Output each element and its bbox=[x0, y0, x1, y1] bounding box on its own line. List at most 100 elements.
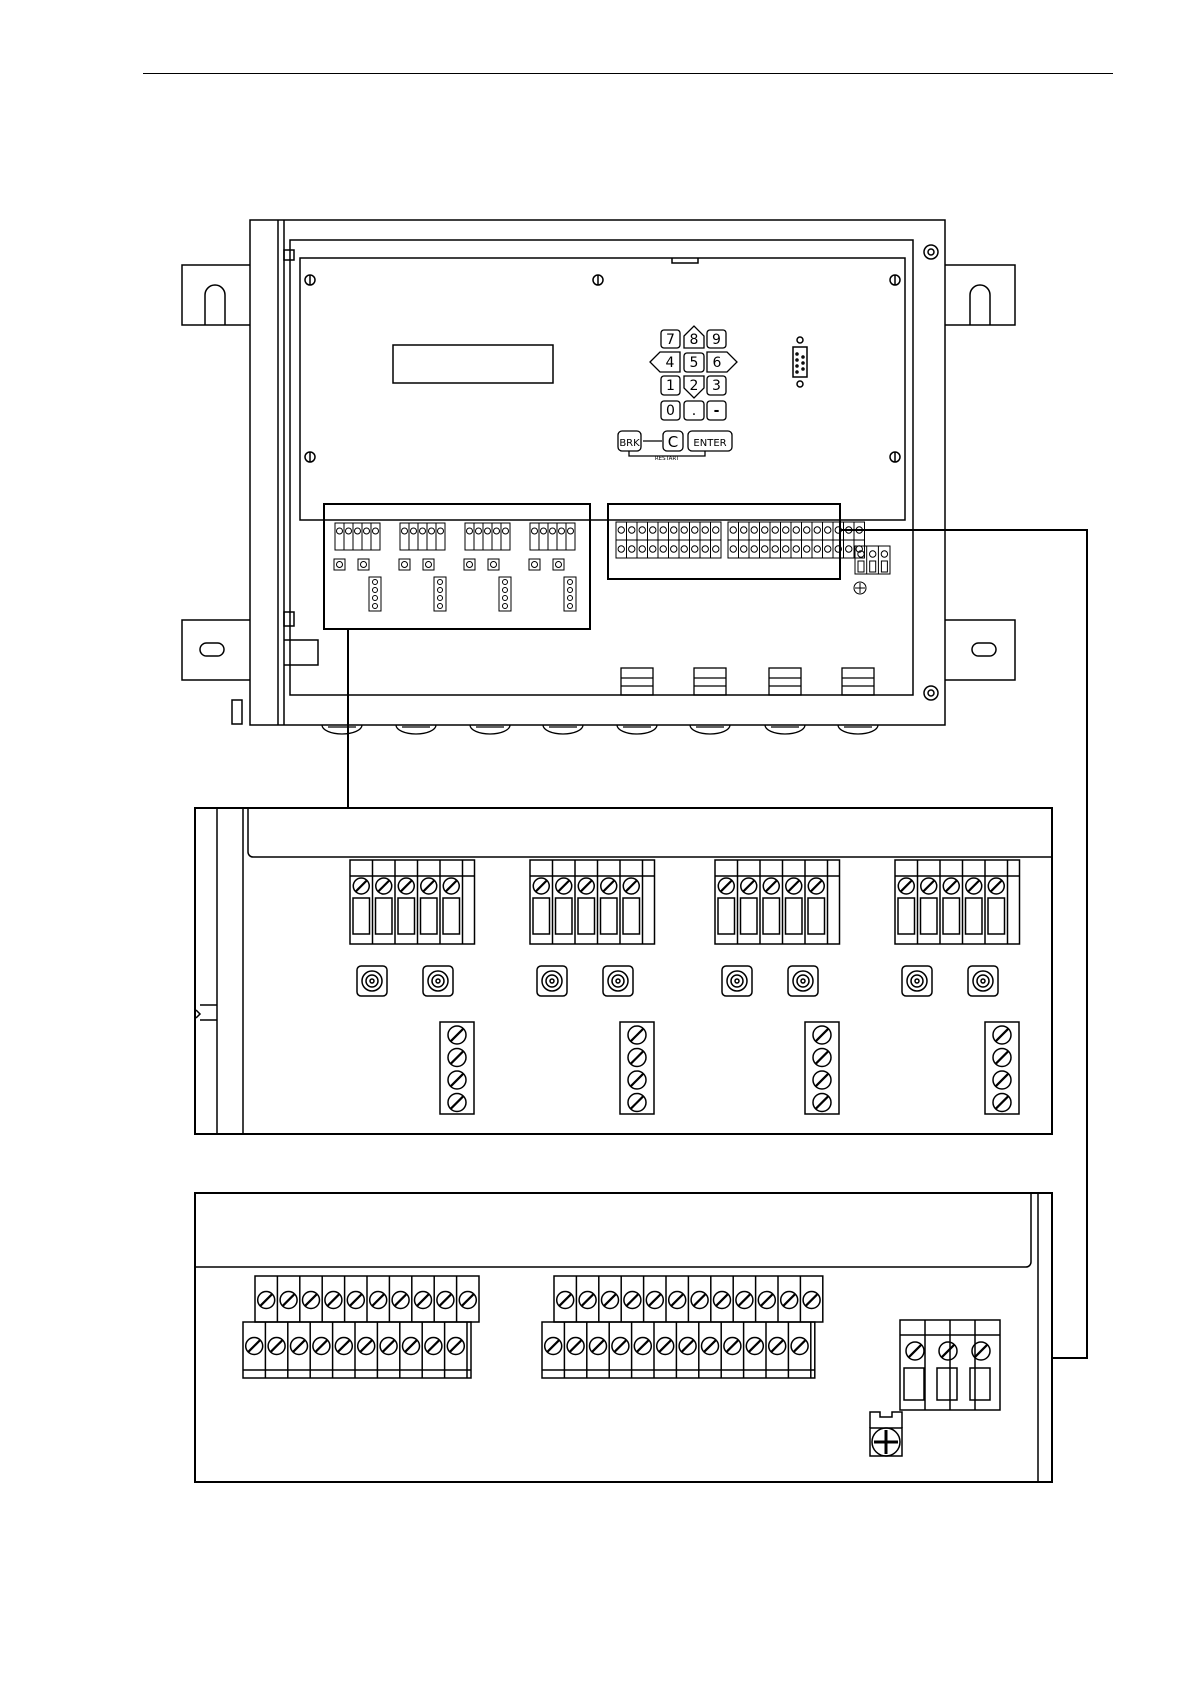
terminal-block-small bbox=[465, 523, 510, 550]
screw-icon bbox=[448, 1071, 466, 1089]
wire-entry bbox=[533, 898, 550, 934]
screw-icon bbox=[280, 1292, 297, 1309]
coax-socket bbox=[902, 966, 932, 996]
power-terminal-small bbox=[854, 546, 890, 594]
screw-icon bbox=[702, 1338, 719, 1355]
screw-icon bbox=[353, 878, 369, 894]
screw-icon bbox=[258, 1292, 275, 1309]
front-panel bbox=[300, 258, 905, 520]
terminal-block-small bbox=[400, 523, 445, 550]
wire-entry bbox=[353, 898, 370, 934]
screw-icon bbox=[714, 1292, 731, 1309]
screw-icon bbox=[939, 1342, 957, 1360]
bracket-slot-left bbox=[200, 643, 224, 656]
screw-icon bbox=[358, 1338, 375, 1355]
screw-icon bbox=[447, 1338, 464, 1355]
wire-entry bbox=[904, 1368, 924, 1400]
cable-gland bbox=[617, 725, 657, 734]
screw-icon bbox=[313, 1338, 330, 1355]
screw-icon bbox=[403, 1338, 420, 1355]
screw-icon bbox=[246, 1338, 263, 1355]
screw-icon bbox=[415, 1292, 432, 1309]
screw-icon bbox=[993, 1026, 1011, 1044]
screw-icon bbox=[421, 878, 437, 894]
left-terminal-strips-small bbox=[334, 523, 576, 611]
screw-icon bbox=[398, 878, 414, 894]
screw-icon bbox=[305, 275, 315, 285]
screw-icon bbox=[718, 878, 734, 894]
keypad-label-6: 6 bbox=[713, 355, 722, 371]
screw-icon bbox=[657, 1338, 674, 1355]
wire-entry bbox=[943, 898, 960, 934]
screw-icon bbox=[335, 1338, 352, 1355]
screw-icon bbox=[590, 1338, 607, 1355]
screw-icon bbox=[579, 1292, 596, 1309]
screw-icon bbox=[443, 878, 459, 894]
power-terminal-block bbox=[900, 1320, 1000, 1410]
keypad-label-8: 8 bbox=[690, 332, 699, 348]
keypad-label-9: 9 bbox=[712, 332, 721, 348]
cable-gland-inner bbox=[842, 668, 874, 695]
enclosure-body bbox=[250, 220, 945, 725]
screw-icon bbox=[993, 1071, 1011, 1089]
screw-icon bbox=[376, 878, 392, 894]
screw-icon bbox=[808, 878, 824, 894]
cable-gland bbox=[470, 725, 510, 734]
screw-icon bbox=[890, 452, 900, 462]
coax-socket bbox=[357, 966, 387, 996]
cable-gland bbox=[765, 725, 805, 734]
mounting-bracket-top-left bbox=[182, 265, 250, 325]
wire-entry bbox=[970, 1368, 990, 1400]
terminal-block bbox=[350, 860, 475, 944]
keypad-label-4: 4 bbox=[666, 355, 675, 371]
shield-strip-small bbox=[434, 577, 446, 611]
keypad-label-brk: BRK bbox=[619, 438, 640, 449]
screw-icon bbox=[669, 1292, 686, 1309]
screw-icon bbox=[758, 1292, 775, 1309]
screw-icon bbox=[392, 1292, 409, 1309]
screw-icon bbox=[791, 1338, 808, 1355]
mounting-bracket-top-right bbox=[945, 265, 1015, 325]
shield-terminal-strip bbox=[805, 1022, 839, 1114]
screw-icon bbox=[448, 1049, 466, 1067]
screw-icon bbox=[347, 1292, 364, 1309]
cable-gland bbox=[838, 725, 878, 734]
screw-icon bbox=[813, 1071, 831, 1089]
terminal-block-small bbox=[335, 523, 380, 550]
screw-icon bbox=[803, 1292, 820, 1309]
screw-icon bbox=[736, 1292, 753, 1309]
screw-icon bbox=[813, 1049, 831, 1067]
wire-entry bbox=[898, 898, 915, 934]
coax-socket bbox=[788, 966, 818, 996]
keypad-key-6[interactable] bbox=[707, 352, 737, 372]
coax-socket bbox=[537, 966, 567, 996]
wire-entry bbox=[623, 898, 640, 934]
screw-icon bbox=[459, 1292, 476, 1309]
screw-icon bbox=[612, 1338, 629, 1355]
screw-icon bbox=[646, 1292, 663, 1309]
screw-icon bbox=[370, 1292, 387, 1309]
coax-socket-small bbox=[358, 559, 369, 570]
terminal-block bbox=[530, 860, 655, 944]
screw-icon bbox=[924, 686, 938, 700]
mounting-bracket-bottom-left bbox=[182, 620, 250, 680]
terminal-strip-small bbox=[728, 522, 865, 558]
coax-socket-small bbox=[423, 559, 434, 570]
cable-gland-inner bbox=[769, 668, 801, 695]
terminal-block-small bbox=[530, 523, 575, 550]
screw-icon bbox=[325, 1292, 342, 1309]
io-terminal-strip bbox=[243, 1276, 479, 1378]
keypad-label-0: 0 bbox=[666, 403, 675, 419]
io-terminal-strip bbox=[542, 1276, 823, 1378]
screw-icon bbox=[890, 275, 900, 285]
screw-icon bbox=[993, 1049, 1011, 1067]
db9-connector-icon bbox=[793, 337, 807, 387]
screw-icon bbox=[268, 1338, 285, 1355]
keypad-label-enter: ENTER bbox=[693, 438, 726, 449]
screw-icon bbox=[624, 1292, 641, 1309]
restart-label: RESTART bbox=[655, 456, 680, 462]
shield-terminal-strip bbox=[440, 1022, 474, 1114]
coax-socket bbox=[722, 966, 752, 996]
screw-icon bbox=[628, 1094, 646, 1112]
screw-icon bbox=[545, 1338, 562, 1355]
